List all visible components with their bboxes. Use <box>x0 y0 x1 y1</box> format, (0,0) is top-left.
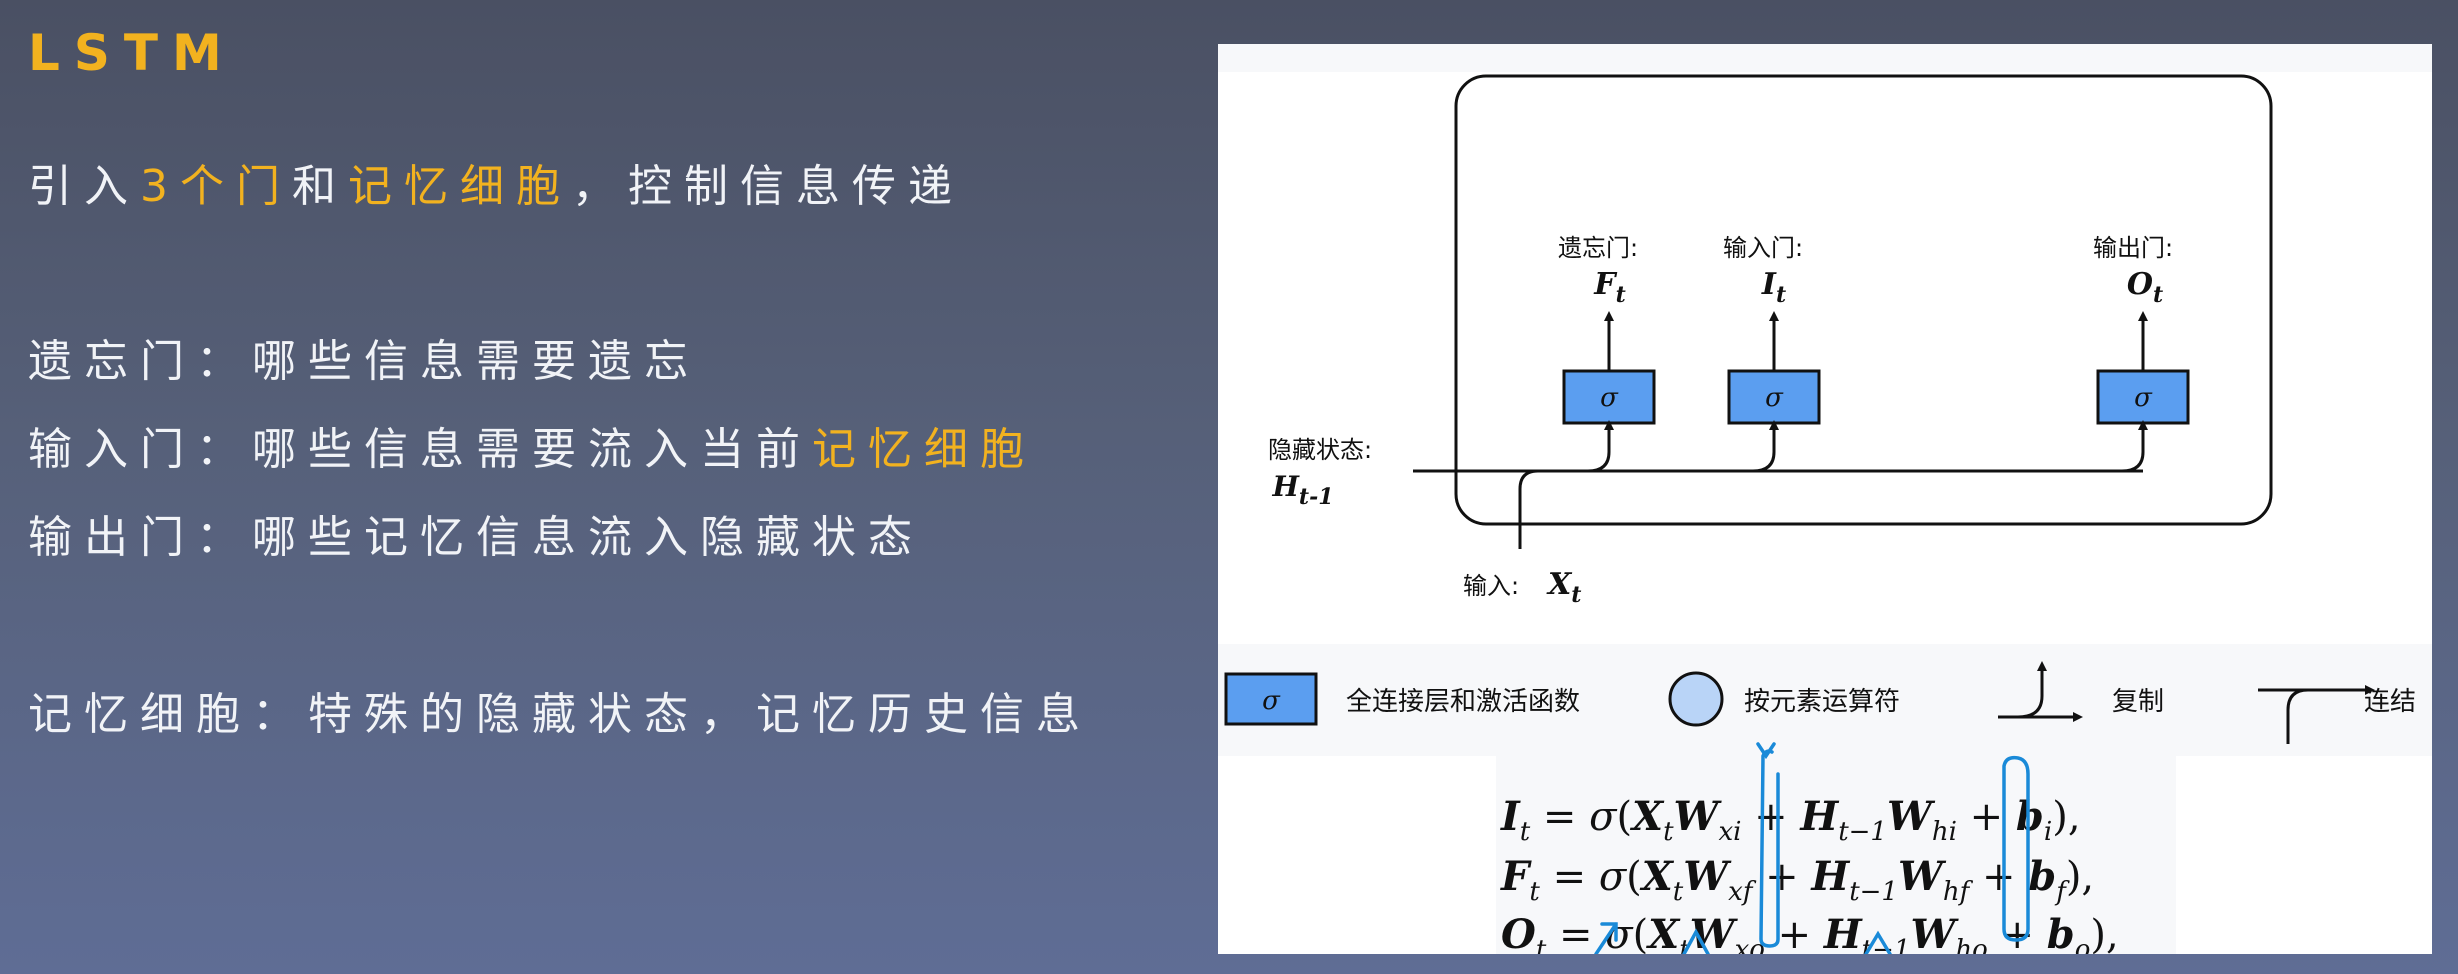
hidden-state-symbol: Ht-1 <box>1271 470 1333 510</box>
output-branch <box>2121 420 2148 473</box>
legend-concat-label: 连结 <box>2364 687 2416 717</box>
annotation-arrow-1 <box>1594 922 1618 954</box>
legend-copy-label: 复制 <box>2112 687 2164 717</box>
equation-2: Ft = σ(XtWxf + Ht−1Whf + bf), <box>1500 853 2094 907</box>
input-gate-label: 输入门: <box>1723 234 1803 262</box>
input-gate-highlight: 记忆细胞 <box>812 424 1036 475</box>
input-gate-text: 输入门：哪些信息需要流入当前 <box>28 424 812 475</box>
hidden-state-symbol-letter: H <box>1271 470 1300 503</box>
intro-part: ，控制信息传递 <box>572 161 964 212</box>
legend-fc-sigma: σ <box>1262 686 1281 716</box>
forget-gate-line: 遗忘门：哪些信息需要遗忘 <box>28 336 700 387</box>
input-gate-symbol-sub: t <box>1776 282 1786 308</box>
legend-band <box>1218 644 2432 756</box>
legend-fc-label: 全连接层和激活函数 <box>1346 687 1580 717</box>
output-gate-symbol: Ot <box>2127 267 2163 308</box>
legend-fc-box <box>1224 672 1318 726</box>
figure-top-band <box>1218 44 2432 72</box>
intro-part: 引入 <box>28 161 140 212</box>
input-gate-symbol: It <box>1761 267 1786 308</box>
input-symbol-letter: X <box>1546 567 1573 602</box>
equation-1: It = σ(XtWxi + Ht−1Whi + bi), <box>1500 793 2081 847</box>
slide-title: LSTM <box>28 24 236 82</box>
output-gate-symbol-sub: t <box>2153 282 2163 308</box>
output-gate-label: 输出门: <box>2093 234 2173 262</box>
input-symbol: Xt <box>1546 567 1581 608</box>
output-gate-box <box>2096 369 2190 425</box>
lstm-cell-box <box>1454 74 2273 526</box>
svg-text:Ot = σ(XtWxo + Ht−1Who + bo),: Ot = σ(XtWxo + Ht−1Who + bo), <box>1501 911 2119 954</box>
legend-concat-arrow-icon <box>2258 685 2375 744</box>
equation-3: Ot = σ(XtWxo + Ht−1Who + bo), <box>1501 911 2119 954</box>
intro-highlight-gates: 3个门 <box>140 161 292 212</box>
svg-text:It = σ(XtWxi + Ht−1Whi + bi),: It = σ(XtWxi + Ht−1Whi + bi), <box>1500 793 2081 847</box>
intro-part: 和 <box>292 161 348 212</box>
input-branch <box>1752 420 1779 473</box>
input-label: 输入: <box>1463 572 1519 600</box>
legend-copy-arrow-icon <box>1998 661 2083 722</box>
handwritten-annotations <box>1594 742 2030 954</box>
intro-highlight-memory-cell: 记忆细胞 <box>348 161 572 212</box>
annotation-wx-bracket <box>1759 749 1780 948</box>
forget-gate-label: 遗忘门: <box>1558 234 1638 262</box>
legend-op-circle <box>1668 671 1724 727</box>
hidden-state-label: 隐藏状态: <box>1268 436 1372 464</box>
output-gate-symbol-letter: O <box>2127 267 2153 302</box>
legend-op-label: 按元素运算符 <box>1744 687 1900 717</box>
lstm-figure: 遗忘门: 输入门: 输出门: Ft It Ot σ σ σ 隐藏状态: Ht-1… <box>1218 44 2432 954</box>
input-symbol-sub: t <box>1571 582 1581 608</box>
forget-gate-symbol-sub: t <box>1616 282 1626 308</box>
annotation-tick <box>1756 742 1776 760</box>
equation-panel <box>1496 756 2176 954</box>
svg-text:Ft = σ(XtWxf + Ht−1Whf + bf),: Ft = σ(XtWxf + Ht−1Whf + bf), <box>1500 853 2094 907</box>
input-line <box>1518 469 1539 549</box>
input-gate-line: 输入门：哪些信息需要流入当前记忆细胞 <box>28 413 1036 477</box>
forget-gate-sigma: σ <box>1600 383 1619 413</box>
hidden-state-symbol-sub: t-1 <box>1299 484 1334 510</box>
output-gate-line: 输出门：哪些记忆信息流入隐藏状态 <box>28 512 924 563</box>
forget-gate-symbol: Ft <box>1593 267 1625 308</box>
annotation-arrow-2 <box>1682 928 1710 954</box>
annotation-arrow-3 <box>1864 930 1892 954</box>
lstm-diagram-svg: 遗忘门: 输入门: 输出门: Ft It Ot σ σ σ 隐藏状态: Ht-1… <box>1218 44 2432 954</box>
input-gate-sigma: σ <box>1765 383 1784 413</box>
output-gate-sigma: σ <box>2134 383 2153 413</box>
memory-cell-line: 记忆细胞：特殊的隐藏状态，记忆历史信息 <box>28 689 1092 740</box>
annotation-wh-bracket <box>2002 755 2030 942</box>
forget-branch <box>1587 420 1614 473</box>
intro-line: 引入3个门和记忆细胞，控制信息传递 <box>28 150 964 214</box>
forget-gate-symbol-letter: F <box>1593 267 1618 302</box>
input-gate-symbol-letter: I <box>1761 267 1777 302</box>
